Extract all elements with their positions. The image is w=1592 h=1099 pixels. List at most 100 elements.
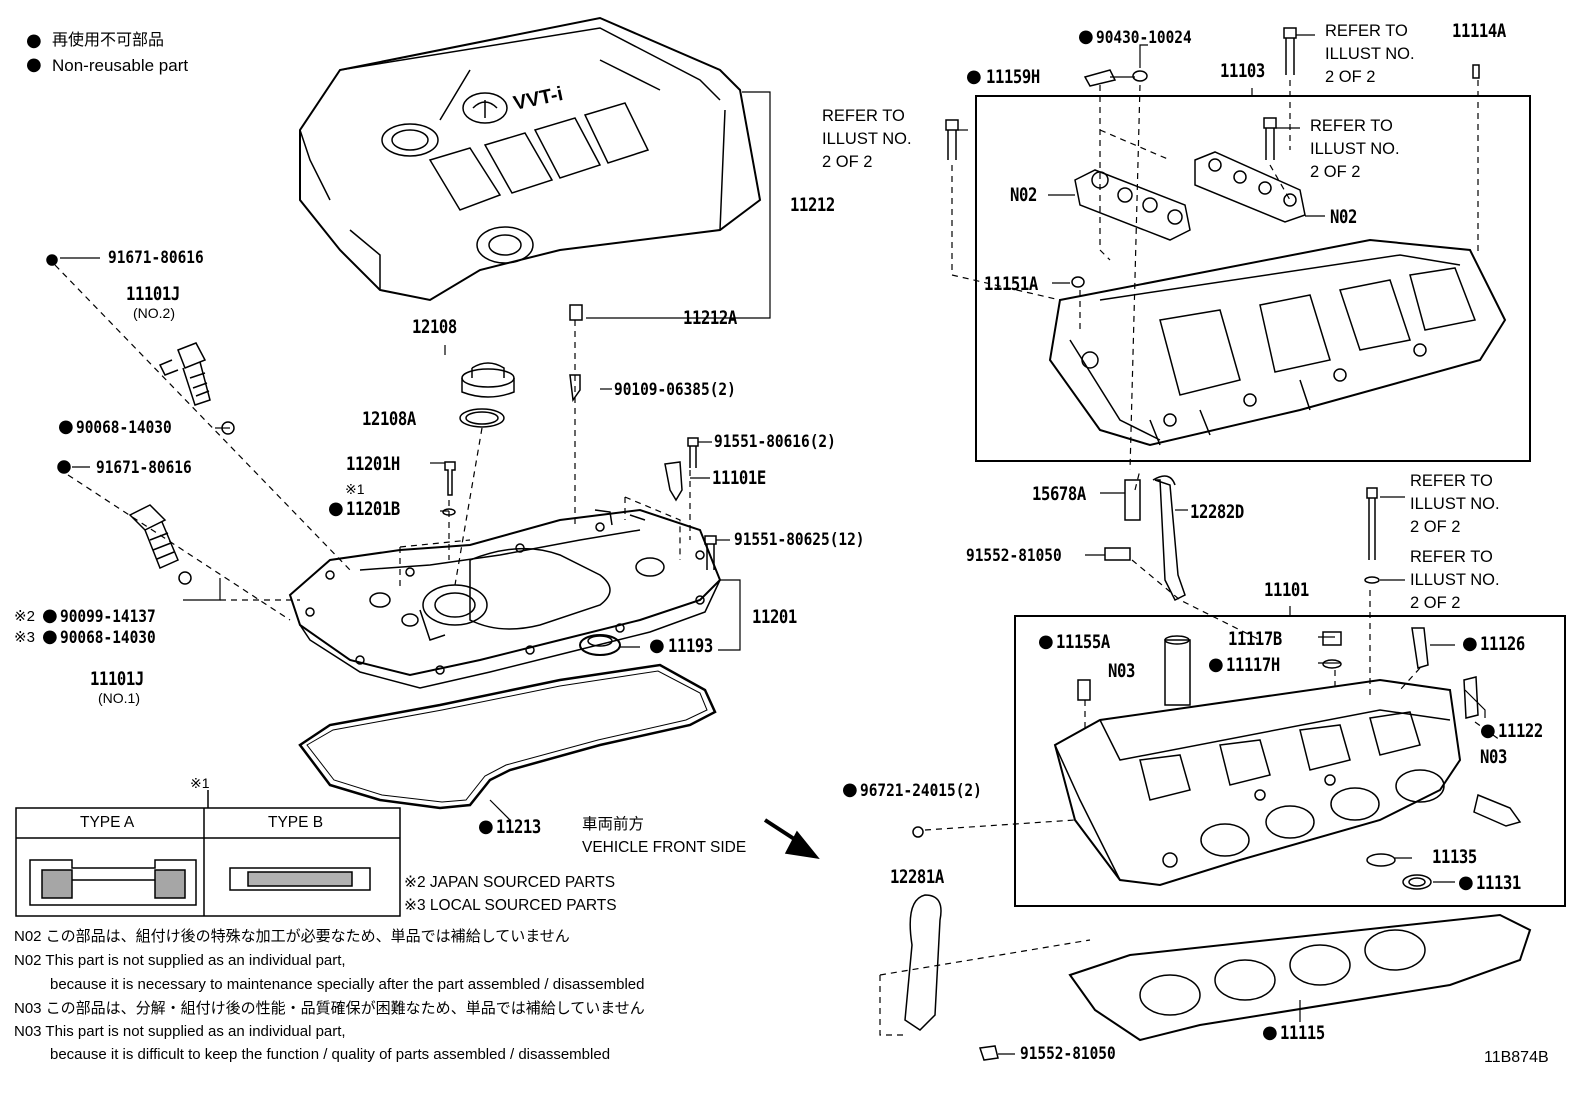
part-91551-b: 91551-80625(12): [734, 530, 865, 550]
part-11114A: 11114A: [1452, 20, 1506, 42]
valve-cover-gasket-drawing: [298, 663, 717, 810]
part-90430: 90430-10024: [1096, 28, 1192, 48]
part-N03-a: N03: [1108, 660, 1135, 682]
part-11101J-no1-sub: (NO.1): [98, 690, 140, 706]
part-11126: 11126: [1480, 633, 1525, 655]
part-11101J-no2-sub: (NO.2): [133, 305, 175, 321]
part-90068-a: 90068-14030: [76, 418, 172, 438]
part-11117B: 11117B: [1228, 628, 1282, 650]
legend-en: Non-reusable part: [52, 56, 189, 75]
part-N03-b: N03: [1480, 746, 1507, 768]
type-a-seal-drawing: [29, 859, 197, 906]
part-11213: 11213: [496, 816, 541, 838]
legend-dot-1: ●: [26, 30, 42, 51]
part-12108A: 12108A: [362, 408, 416, 430]
refer-note-3: REFER TO ILLUST NO. 2 OF 2: [1310, 117, 1400, 181]
dot-90430: ●: [1078, 26, 1094, 47]
dashed-guides: [54, 80, 1501, 1036]
cam-housing-box: [975, 95, 1531, 462]
cylinder-head-small-parts: [912, 627, 1522, 890]
front-direction-arrow: [763, 818, 820, 860]
part-90109: 90109-06385(2): [614, 380, 736, 400]
type-table: [15, 790, 401, 917]
note-n02-en-2: because it is necessary to maintenance s…: [50, 976, 645, 993]
part-11101: 11101: [1264, 579, 1309, 601]
dot-11159H: ●: [966, 66, 982, 87]
part-11117H: 11117H: [1226, 654, 1280, 676]
dot-11155A: ●: [1038, 631, 1054, 652]
direction-en: VEHICLE FRONT SIDE: [582, 839, 747, 856]
dot-90099: ●: [42, 605, 58, 626]
legend-ja: 再使用不可部品: [52, 32, 165, 49]
part-11193: 11193: [668, 635, 713, 657]
part-12281A: 12281A: [890, 866, 944, 888]
bracket-drawing: [904, 475, 1380, 1061]
dot-11117H: ●: [1208, 654, 1224, 675]
part-11101E: 11101E: [712, 467, 766, 489]
valve-cover-drawing: [288, 508, 722, 689]
part-11201H: 11201H: [346, 453, 400, 475]
part-15678A: 15678A: [1032, 483, 1086, 505]
oil-filler-cap-drawing: [459, 362, 515, 428]
part-11212A: 11212A: [683, 307, 737, 329]
mark-1-a: ※1: [345, 481, 365, 497]
cylinder-head-drawing: [1053, 678, 1462, 887]
note-n02-ja: N02 この部品は、組付け後の特殊な加工が必要なため、単品では補給していません: [14, 928, 570, 945]
part-11151A: 11151A: [984, 273, 1038, 295]
refer-note-2: REFER TO ILLUST NO. 2 OF 2: [822, 107, 912, 171]
part-91671-b: 91671-80616: [96, 458, 192, 478]
part-11122: 11122: [1498, 720, 1543, 742]
dot-11126: ●: [1462, 633, 1478, 654]
part-11135: 11135: [1432, 846, 1477, 868]
ocv-no2-drawing: [158, 342, 235, 435]
part-11201: 11201: [752, 606, 797, 628]
part-11115: 11115: [1280, 1022, 1325, 1044]
note-n03-ja: N03 この部品は、分解・組付け後の性能・品質確保が困難なため、単品では補給して…: [14, 1000, 645, 1017]
part-11101J-no2: 11101J: [126, 283, 180, 305]
part-N02-b: N02: [1330, 206, 1357, 228]
part-91552-b: 91552-81050: [1020, 1044, 1116, 1064]
part-N02-a: N02: [1010, 184, 1037, 206]
part-12282D: 12282D: [1190, 501, 1244, 523]
refer-note-4: REFER TO ILLUST NO. 2 OF 2: [1410, 472, 1500, 536]
mark-3: ※3: [14, 629, 35, 646]
dot-11115: ●: [1262, 1022, 1278, 1043]
type-b-seal-drawing: [229, 867, 371, 891]
part-11155A: 11155A: [1056, 631, 1110, 653]
part-12108: 12108: [412, 316, 457, 338]
dot-11213: ●: [478, 816, 494, 837]
direction-ja: 車両前方: [582, 816, 645, 833]
mark-1-b: ※1: [190, 775, 210, 791]
ocv-no1-drawing: [128, 504, 192, 585]
dot-96721: ●: [842, 779, 858, 800]
part-91552-a: 91552-81050: [966, 546, 1062, 566]
sourced-local: ※3 LOCAL SOURCED PARTS: [404, 897, 617, 914]
sourced-japan: ※2 JAPAN SOURCED PARTS: [404, 874, 616, 891]
part-11103: 11103: [1220, 60, 1265, 82]
cam-housing-drawing: [1048, 238, 1507, 447]
part-90099: 90099-14137: [60, 607, 156, 627]
seal-11193-drawing: [579, 634, 621, 656]
refer-note-1: REFER TO ILLUST NO. 2 OF 2: [1325, 22, 1415, 86]
part-91551-a: 91551-80616(2): [714, 432, 836, 452]
part-11101J-no1: 11101J: [90, 668, 144, 690]
part-91671-a: 91671-80616: [108, 248, 204, 268]
legend-dot-2: ●: [26, 54, 42, 75]
dot-11193: ●: [649, 635, 665, 656]
head-gasket-drawing: [1068, 913, 1532, 1042]
dot-90068-b: ●: [42, 626, 58, 647]
cam-top-bolts-drawing: [945, 27, 1480, 288]
dot-90068-a: ●: [58, 416, 74, 437]
part-90068-b: 90068-14030: [60, 628, 156, 648]
dot-11122: ●: [1480, 720, 1496, 741]
part-96721: 96721-24015(2): [860, 781, 982, 801]
part-11201B: 11201B: [346, 498, 400, 520]
engine-cover-drawing: VVT-i: [299, 16, 762, 302]
note-n02-en-1: N02 This part is not supplied as an indi…: [14, 952, 346, 969]
type-b-label: TYPE B: [268, 814, 324, 831]
part-11159H: 11159H: [986, 66, 1040, 88]
part-11131: 11131: [1476, 872, 1521, 894]
part-11212: 11212: [790, 194, 835, 216]
note-n03-en-2: because it is difficult to keep the func…: [50, 1046, 611, 1063]
